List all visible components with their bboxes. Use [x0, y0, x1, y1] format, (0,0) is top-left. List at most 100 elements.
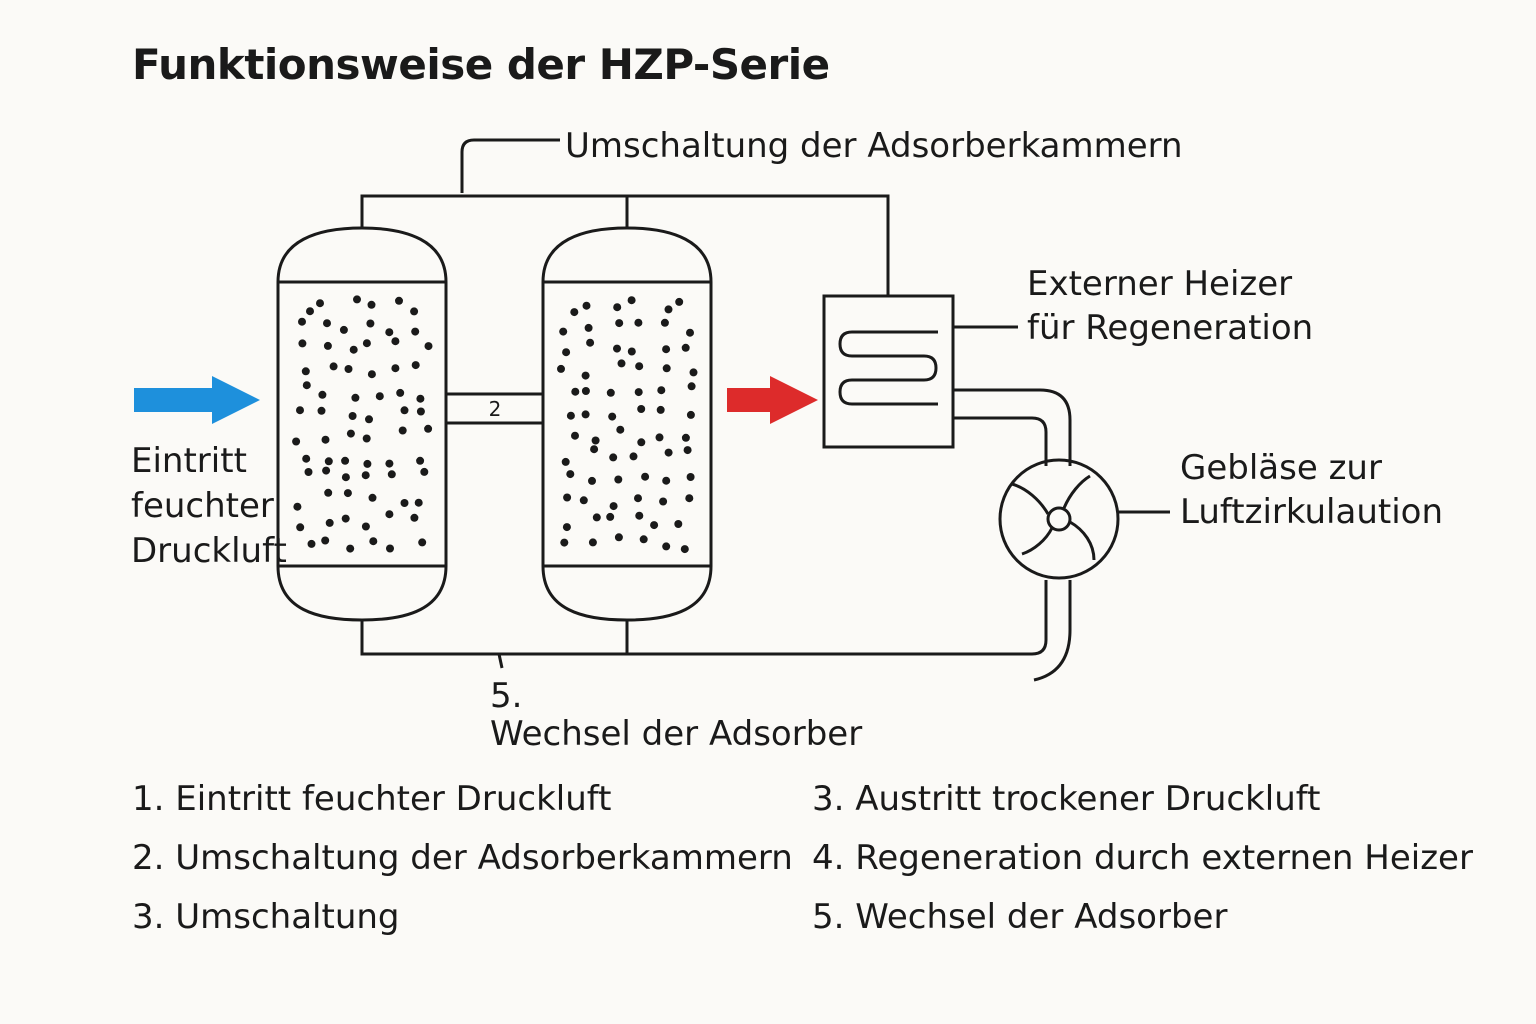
- desiccant-dot: [655, 433, 664, 442]
- desiccant-dot: [562, 523, 571, 532]
- desiccant-dot: [606, 388, 615, 397]
- desiccant-dot: [344, 365, 353, 373]
- desiccant-dot: [637, 405, 646, 413]
- desiccant-dot: [627, 347, 636, 356]
- desiccant-dot: [586, 338, 595, 347]
- desiccant-dot: [560, 538, 569, 547]
- desiccant-dot: [561, 457, 570, 466]
- desiccant-dot: [639, 535, 648, 544]
- desiccant-dot: [316, 299, 324, 308]
- desiccant-dot: [341, 473, 350, 482]
- desiccant-dot: [634, 494, 642, 503]
- desiccant-dot: [385, 459, 394, 468]
- legend-item: 2. Umschaltung der Adsorberkammern: [132, 838, 793, 878]
- desiccant-dot: [367, 370, 376, 379]
- desiccant-dot: [675, 297, 684, 306]
- desiccant-dot: [323, 341, 332, 350]
- adsorber-vessel-1: [276, 226, 448, 622]
- inlet-label-line1: Eintritt: [131, 441, 247, 481]
- desiccant-dot: [324, 488, 333, 497]
- desiccant-dot: [657, 386, 666, 395]
- desiccant-dot: [416, 394, 425, 403]
- desiccant-dot: [617, 359, 626, 368]
- heater-fan-piping: [953, 388, 1072, 466]
- desiccant-dot: [362, 434, 371, 443]
- desiccant-dot: [411, 327, 420, 336]
- desiccant-dot: [411, 361, 420, 370]
- desiccant-dot: [318, 390, 327, 399]
- desiccant-dot: [591, 436, 600, 445]
- desiccant-dot: [296, 523, 305, 532]
- desiccant-dot: [571, 387, 580, 396]
- desiccant-dot: [325, 518, 334, 527]
- desiccant-dot: [662, 542, 671, 551]
- connecting-pipe: [446, 392, 543, 425]
- desiccant-dot: [302, 454, 311, 463]
- desiccant-dot: [685, 494, 694, 503]
- desiccant-dot: [689, 368, 698, 377]
- desiccant-dot: [298, 339, 307, 348]
- desiccant-dot: [341, 456, 350, 465]
- desiccant-dot: [588, 476, 596, 485]
- desiccant-dot: [592, 513, 601, 522]
- fan-label-line1: Gebläse zur: [1180, 448, 1382, 488]
- desiccant-dot: [634, 318, 643, 327]
- fan-label-line2: Luftzirkulaution: [1180, 492, 1444, 532]
- desiccant-dot: [664, 448, 673, 457]
- legend-item: 3. Austritt trockener Druckluft: [812, 779, 1321, 819]
- desiccant-dot: [563, 493, 572, 502]
- heater-label-line2: für Regeneration: [1027, 308, 1314, 348]
- desiccant-dot: [367, 300, 376, 309]
- desiccant-dot: [329, 362, 338, 371]
- desiccant-dot: [424, 342, 433, 351]
- desiccant-dot: [571, 431, 579, 440]
- desiccant-dot: [664, 305, 673, 314]
- desiccant-dot: [424, 424, 433, 433]
- desiccant-dot: [366, 319, 375, 328]
- desiccant-dot: [396, 388, 405, 397]
- desiccant-dot: [609, 453, 618, 462]
- desiccant-dot: [613, 303, 622, 312]
- desiccant-bed-1: [292, 295, 433, 553]
- desiccant-dot: [386, 544, 394, 553]
- desiccant-dot: [400, 499, 409, 507]
- desiccant-dot: [298, 317, 306, 326]
- desiccant-dot: [418, 538, 427, 547]
- desiccant-dot: [687, 382, 696, 391]
- desiccant-dot: [581, 410, 590, 419]
- desiccant-dot: [562, 348, 571, 357]
- desiccant-dot: [608, 412, 617, 421]
- bottom-piping: [360, 580, 1072, 682]
- desiccant-dot: [353, 295, 361, 304]
- outlet-arrow-icon: [727, 376, 818, 424]
- desiccant-dot: [609, 502, 618, 511]
- desiccant-dot: [346, 429, 355, 438]
- desiccant-dot: [662, 476, 671, 485]
- desiccant-dot: [395, 296, 403, 305]
- desiccant-dot: [349, 345, 358, 354]
- desiccant-dot: [301, 367, 310, 376]
- desiccant-dot: [662, 345, 671, 354]
- desiccant-dot: [559, 327, 568, 336]
- desiccant-dot: [385, 510, 394, 519]
- desiccant-dot: [637, 438, 646, 447]
- desiccant-dot: [317, 406, 326, 415]
- desiccant-dot: [606, 512, 615, 521]
- desiccant-dot: [375, 392, 384, 401]
- fan-icon: [998, 458, 1170, 580]
- inlet-arrow-icon: [134, 376, 260, 424]
- desiccant-dot: [322, 466, 331, 475]
- desiccant-dot: [387, 470, 396, 479]
- desiccant-dot: [398, 426, 407, 435]
- desiccant-dot: [615, 319, 624, 328]
- desiccant-dot: [420, 467, 429, 476]
- desiccant-dot: [629, 452, 638, 461]
- desiccant-dot: [557, 364, 565, 373]
- desiccant-dot: [361, 522, 370, 531]
- desiccant-dot: [323, 319, 331, 328]
- desiccant-dot: [410, 513, 419, 522]
- desiccant-dot: [400, 406, 409, 415]
- desiccant-dot: [346, 544, 355, 553]
- desiccant-dot: [613, 344, 621, 353]
